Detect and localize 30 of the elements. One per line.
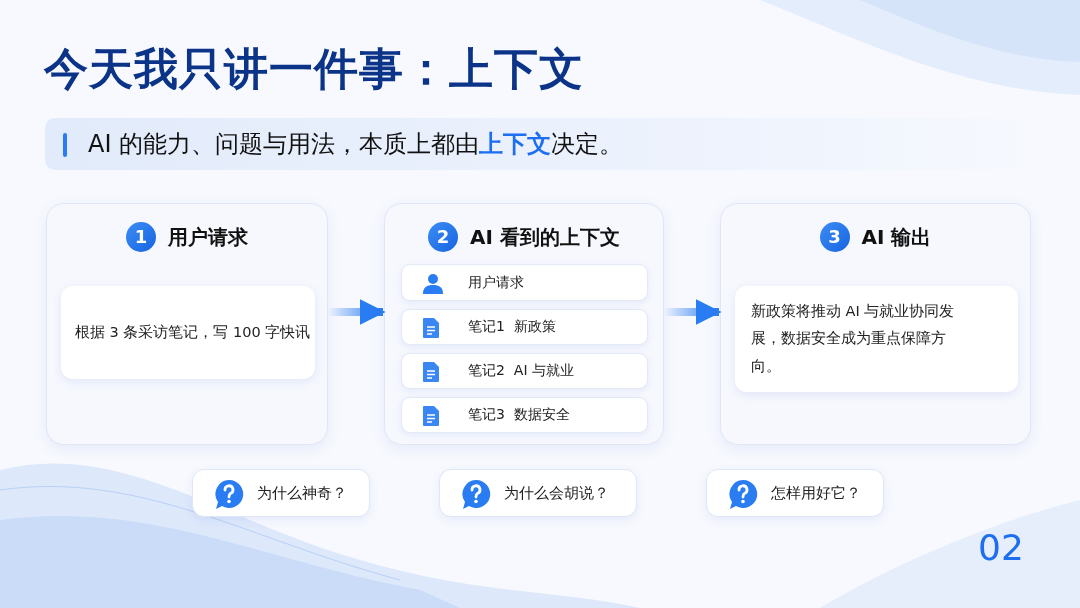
item-label: 笔记2 AI 与就业 [468, 362, 574, 380]
item-label: 用户请求 [468, 273, 524, 292]
text-panel: 根据 3 条采访笔记，写 100 字快讯 [61, 286, 315, 379]
question-text: 为什么神奇？ [257, 483, 347, 503]
arrow [329, 299, 386, 325]
context-item [401, 264, 648, 301]
item-label: 笔记3 数据安全 [468, 406, 570, 424]
card-heading: 用户请求 [168, 223, 248, 251]
step-number: 2 [428, 222, 459, 252]
subtitle-text: AI 的能力、问题与用法，本质上都由上下文决定。 [88, 129, 624, 160]
step-card [720, 203, 1031, 445]
context-item [401, 397, 648, 433]
text-panel: 新政策将推动 AI 与就业协同发展，数据安全成为重点保障方向。 [735, 286, 1018, 392]
question-text: 怎样用好它？ [771, 483, 861, 503]
step-number: 1 [126, 222, 156, 252]
context-item [401, 309, 648, 345]
step-card [384, 203, 664, 445]
page-number: 02 [978, 527, 1024, 568]
question-pill [706, 469, 884, 517]
card-heading: AI 看到的上下文 [470, 223, 620, 251]
card-heading: AI 输出 [861, 223, 932, 251]
step-number: 3 [819, 222, 850, 252]
slide-title: 今天我只讲一件事：上下文 [44, 42, 584, 96]
question-pill [439, 469, 637, 517]
question-text: 为什么会胡说？ [504, 483, 609, 503]
context-item [401, 353, 648, 389]
arrow [665, 299, 722, 325]
item-label: 笔记1 新政策 [468, 318, 556, 336]
step-card [46, 203, 328, 445]
question-pill [192, 469, 370, 517]
